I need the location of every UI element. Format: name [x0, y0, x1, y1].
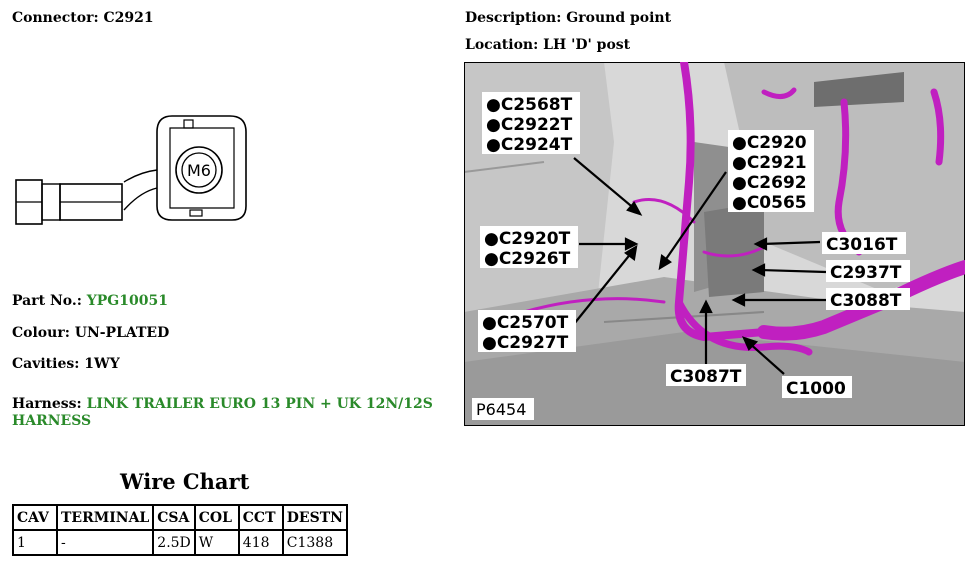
- location-photo: ●C2568T ●C2922T ●C2924T ●C2920 ●C2921 ●C…: [464, 62, 965, 426]
- location-line: Location: LH 'D' post: [465, 37, 630, 53]
- colour-value: UN-PLATED: [74, 325, 170, 341]
- callout-c2692: ●C2692: [732, 173, 807, 193]
- wire-chart-header-row: CAV TERMINAL CSA COL CCT DESTN: [12, 504, 348, 531]
- wire-chart-table: CAV TERMINAL CSA COL CCT DESTN 1 - 2.5D …: [12, 504, 348, 556]
- part-no-line: Part No.: YPG10051: [12, 293, 168, 309]
- cell-cct: 418: [237, 529, 284, 556]
- cavities-value: 1WY: [84, 356, 120, 372]
- location-label: Location:: [465, 37, 539, 53]
- callout-c2920: ●C2920: [732, 133, 807, 153]
- callout-c1000: C1000: [786, 379, 846, 399]
- connector-line: Connector: C2921: [12, 10, 154, 26]
- stud-label: M6: [187, 161, 211, 180]
- cell-col: W: [193, 529, 240, 556]
- callout-c0565: ●C0565: [732, 193, 807, 213]
- header-cav: CAV: [12, 504, 58, 531]
- cavities-label: Cavities:: [12, 356, 80, 372]
- header-destn: DESTN: [281, 504, 348, 531]
- cell-csa: 2.5D: [152, 529, 196, 556]
- cavities-line: Cavities: 1WY: [12, 356, 120, 372]
- connector-label: Connector:: [12, 10, 99, 26]
- header-cct: CCT: [237, 504, 284, 531]
- connector-drawing: M6: [15, 115, 247, 225]
- cell-cav: 1: [12, 529, 58, 556]
- harness-line: Harness: LINK TRAILER EURO 13 PIN + UK 1…: [12, 396, 433, 412]
- harness-label: Harness:: [12, 396, 82, 412]
- colour-label: Colour:: [12, 325, 70, 341]
- callout-c2570t: ●C2570T: [482, 313, 569, 333]
- header-csa: CSA: [152, 504, 196, 531]
- description-line: Description: Ground point: [465, 10, 671, 26]
- location-value: LH 'D' post: [543, 37, 631, 53]
- part-no-value[interactable]: YPG10051: [86, 293, 168, 309]
- callout-c3087t: C3087T: [670, 367, 742, 387]
- stud-ring-icon: [175, 146, 223, 194]
- callout-c2921: ●C2921: [732, 153, 807, 173]
- description-label: Description:: [465, 10, 562, 26]
- table-row: 1 - 2.5D W 418 C1388: [12, 529, 348, 556]
- colour-line: Colour: UN-PLATED: [12, 325, 169, 341]
- wire-chart-title: Wire Chart: [120, 469, 250, 494]
- cell-destn: C1388: [281, 529, 348, 556]
- description-value: Ground point: [566, 10, 672, 26]
- harness-value[interactable]: LINK TRAILER EURO 13 PIN + UK 12N/12S: [86, 396, 433, 412]
- callout-c2568t: ●C2568T: [486, 95, 573, 115]
- callout-c3088t: C3088T: [830, 291, 902, 311]
- callout-c3016t: C3016T: [826, 235, 898, 255]
- connector-value: C2921: [103, 10, 154, 26]
- callout-c2926t: ●C2926T: [484, 249, 571, 269]
- header-terminal: TERMINAL: [55, 504, 155, 531]
- photo-id: P6454: [476, 400, 526, 419]
- callout-c2927t: ●C2927T: [482, 333, 569, 353]
- part-no-label: Part No.:: [12, 293, 82, 309]
- header-col: COL: [193, 504, 240, 531]
- callout-c2922t: ●C2922T: [486, 115, 573, 135]
- cell-terminal: -: [55, 529, 155, 556]
- callout-c2924t: ●C2924T: [486, 135, 573, 155]
- callout-c2937t: C2937T: [830, 263, 902, 283]
- harness-value-line2[interactable]: HARNESS: [12, 413, 92, 429]
- callout-c2920t: ●C2920T: [484, 229, 571, 249]
